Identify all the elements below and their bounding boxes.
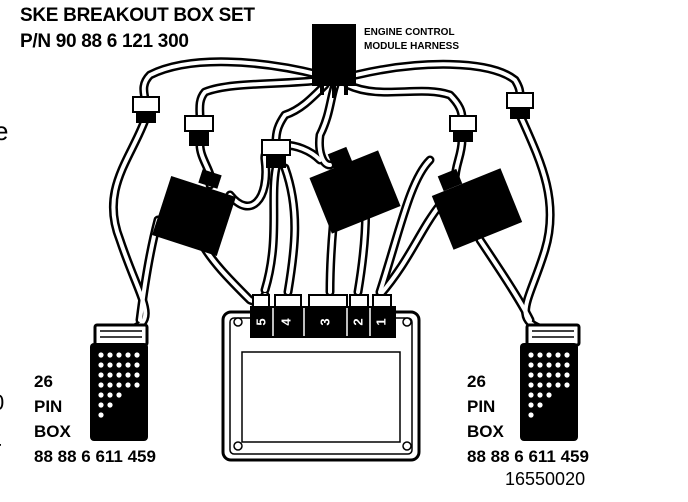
pin-box-left [90,323,149,441]
pin-hole [555,372,561,378]
pin-hole [564,372,570,378]
pin-hole [537,372,543,378]
pin-hole [116,352,122,358]
pin-hole [125,372,131,378]
ecm-port-3: 3 [317,318,332,325]
pin-hole [555,382,561,388]
left-box-count: 26 [34,372,53,391]
ecm-port-5: 5 [253,318,268,325]
right-box-pin: PIN [467,397,496,416]
pin-hole [98,402,104,408]
pin-hole [116,392,122,398]
pin-hole [537,362,543,368]
plug-connector-left-outer [132,96,160,123]
pin-hole [98,412,104,418]
pin-hole [125,352,131,358]
plug-connector-right-inner [449,115,477,142]
pin-hole [555,362,561,368]
pin-hole [98,382,104,388]
pin-hole [546,382,552,388]
pin-hole [537,392,543,398]
left-box-pin: PIN [34,397,63,416]
pin-hole [537,382,543,388]
harness-label-line-2: MODULE HARNESS [364,41,460,52]
title-line-1: SKE BREAKOUT BOX SET [20,5,255,26]
pin-grid-right [528,352,570,418]
pin-hole [528,362,534,368]
pin-hole [134,352,140,358]
pin-hole [98,352,104,358]
title-line-2: P/N 90 88 6 121 300 [20,31,189,52]
pin-hole [125,362,131,368]
connector-block-center [309,146,401,234]
edge-glyph-2: 0 [0,392,4,414]
pin-hole [537,402,543,408]
harness-trunk [312,24,356,98]
right-box-count: 26 [467,372,486,391]
pin-grid-left [98,352,140,418]
svg-text:1: 1 [373,318,388,325]
pin-hole [134,382,140,388]
connector-block-right [431,168,523,250]
pin-hole [537,352,543,358]
pin-hole [107,372,113,378]
pin-hole [528,412,534,418]
pin-hole [564,382,570,388]
pin-hole [134,372,140,378]
ecm-module: 5 4 3 2 1 [221,294,421,462]
pin-hole [116,362,122,368]
pin-hole [107,402,113,408]
edge-glyph-1: e [0,116,9,146]
right-box-box: BOX [467,422,504,441]
harness-label-line-1: ENGINE CONTROL [364,27,455,38]
figure-number: 16550020 [505,469,586,489]
pin-hole [528,352,534,358]
plug-connector-center [261,139,291,168]
pin-box-right [520,323,581,441]
svg-text:4: 4 [278,318,293,326]
plug-connector-right-outer [506,92,534,119]
edge-glyph-3: r [0,438,1,460]
svg-text:2: 2 [350,318,365,325]
pin-hole [555,352,561,358]
right-box-part-number: 88 88 6 611 459 [467,447,589,466]
pin-hole [528,382,534,388]
svg-text:5: 5 [253,318,268,325]
ecm-port-4: 4 [278,318,293,326]
plug-connector-left-inner [184,115,214,146]
pin-hole [116,372,122,378]
connector-block-left [152,169,236,256]
pin-hole [564,362,570,368]
pin-hole [546,372,552,378]
pin-hole [546,392,552,398]
left-box-box: BOX [34,422,71,441]
pin-hole [98,362,104,368]
pin-hole [546,362,552,368]
pin-hole [564,352,570,358]
ecm-port-1: 1 [373,318,388,325]
pin-hole [107,382,113,388]
pin-hole [546,352,552,358]
pin-hole [528,372,534,378]
pin-hole [134,362,140,368]
pin-hole [125,382,131,388]
pin-hole [528,392,534,398]
left-box-part-number: 88 88 6 611 459 [34,447,156,466]
pin-hole [528,402,534,408]
plug-connectors [132,92,534,168]
svg-text:3: 3 [317,318,332,325]
breakout-connectors [152,146,523,256]
pin-hole [98,372,104,378]
ecm-port-2: 2 [350,318,365,325]
pin-hole [107,392,113,398]
pin-hole [107,352,113,358]
pin-hole [116,382,122,388]
pin-hole [107,362,113,368]
pin-hole [98,392,104,398]
